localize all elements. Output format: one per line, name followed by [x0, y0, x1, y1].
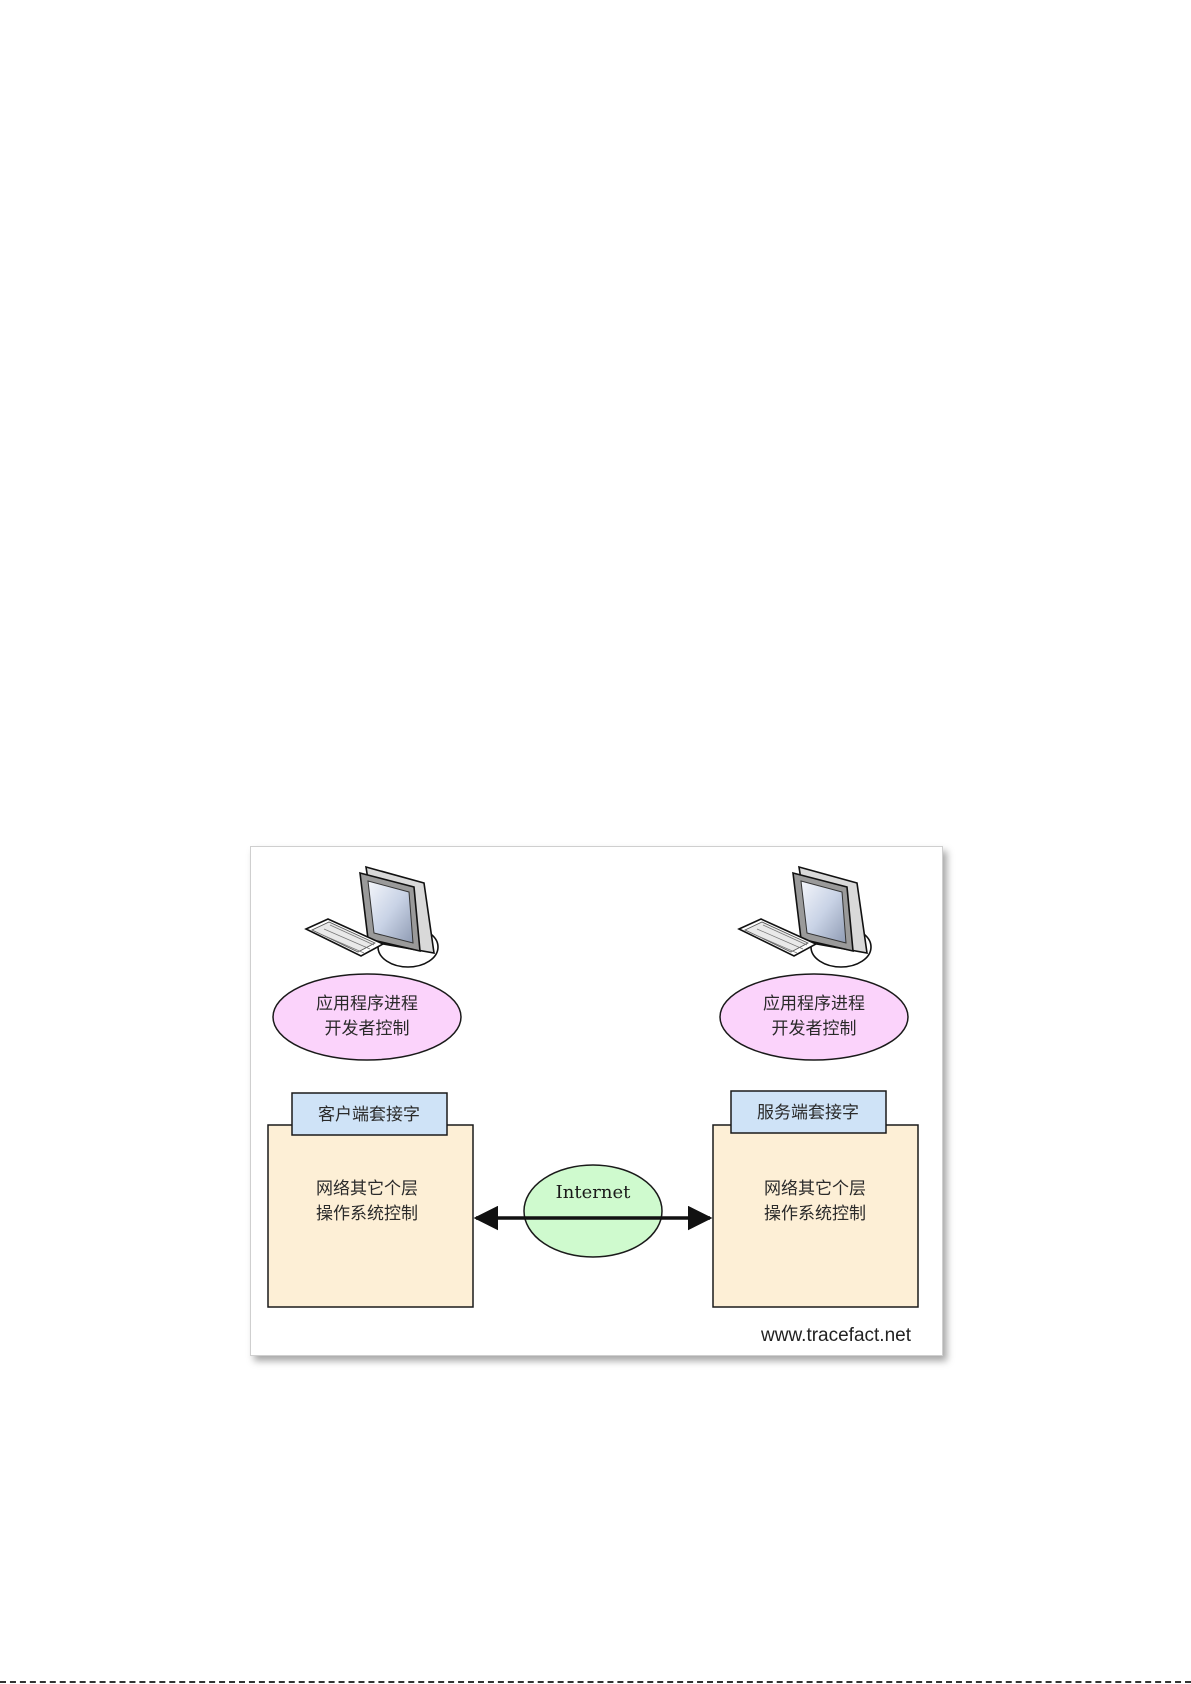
page-bottom-divider [0, 1681, 1191, 1683]
client-process-line1: 应用程序进程 [316, 994, 418, 1014]
server-process-node: 应用程序进程 开发者控制 [720, 974, 908, 1060]
client-stack-line1: 网络其它个层 [316, 1179, 418, 1199]
server-socket-node: 服务端套接字 [731, 1091, 886, 1133]
client-socket-label: 客户端套接字 [318, 1105, 420, 1125]
server-process-line1: 应用程序进程 [763, 994, 865, 1014]
server-stack-node: 网络其它个层 操作系统控制 [713, 1125, 918, 1307]
server-computer-icon [739, 867, 871, 967]
server-stack-line1: 网络其它个层 [764, 1179, 866, 1199]
client-stack-node: 网络其它个层 操作系统控制 [268, 1125, 473, 1307]
client-process-line2: 开发者控制 [325, 1019, 410, 1039]
watermark: www.tracefact.net [760, 1325, 912, 1346]
internet-node: Internet [524, 1165, 662, 1257]
client-computer-icon [306, 867, 438, 967]
server-stack-line2: 操作系统控制 [764, 1204, 866, 1224]
socket-diagram: 应用程序进程 开发者控制 应用程序进程 开发者控制 网络其它个层 操作系统控制 … [251, 847, 942, 1355]
client-stack-line2: 操作系统控制 [316, 1204, 418, 1224]
server-process-line2: 开发者控制 [772, 1019, 857, 1039]
client-socket-node: 客户端套接字 [292, 1093, 447, 1135]
client-process-node: 应用程序进程 开发者控制 [273, 974, 461, 1060]
internet-label: Internet [556, 1182, 631, 1203]
socket-diagram-figure: 应用程序进程 开发者控制 应用程序进程 开发者控制 网络其它个层 操作系统控制 … [250, 846, 943, 1356]
server-socket-label: 服务端套接字 [757, 1103, 859, 1123]
